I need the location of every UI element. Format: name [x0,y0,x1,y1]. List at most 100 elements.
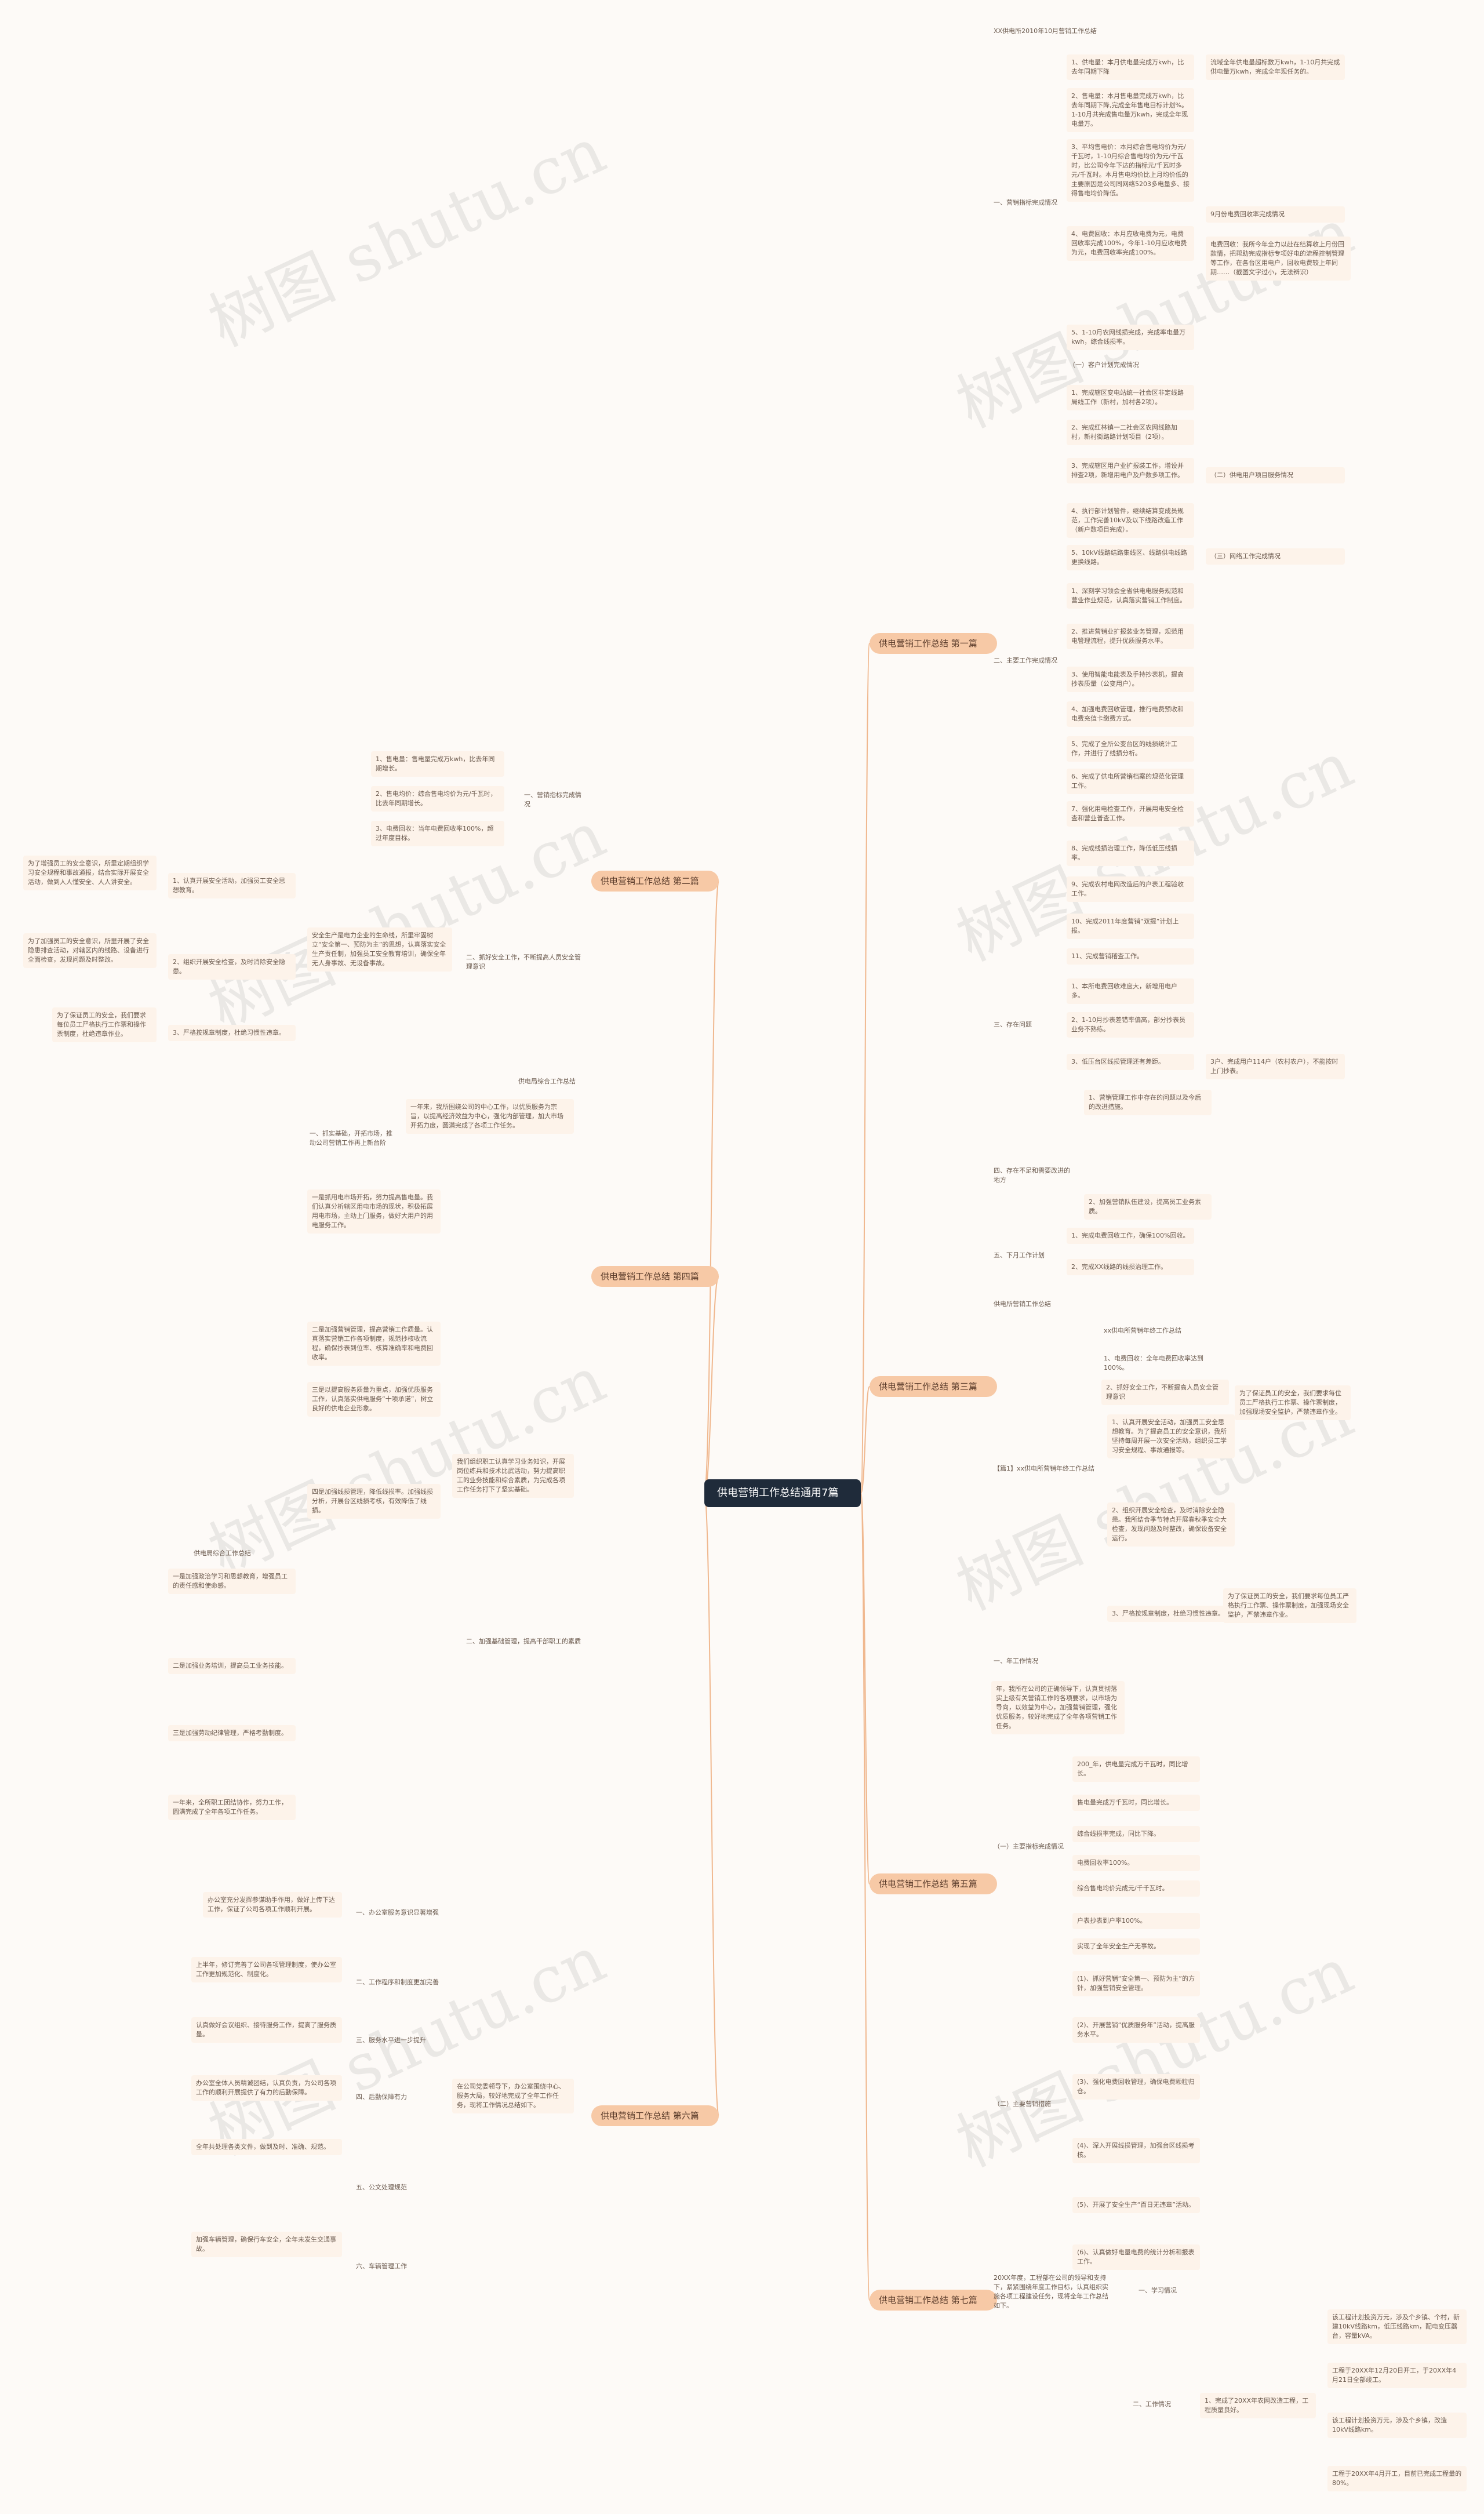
b6-item-text: 办公室充分发挥参谋助手作用，做好上传下达工作，保证了公司各项工作顺利开展。 [203,1892,342,1918]
b3-sub: 为了保证员工的安全，我们要求每位员工严格执行工作票、操作票制度，加强现场安全监护… [1235,1385,1351,1420]
b7-s2-text: 工程于20XX年4月开工，目前已完成工程量的80%。 [1327,2466,1467,2491]
b7-text: 20XX年度，工程部在公司的领导和支持下，紧紧围绕年度工作目标，认真组织实施各项… [994,2274,1108,2309]
b6-item-text: 全年共处理各类文件，做到及时、准确、规范。 [191,2139,342,2155]
b1-s2-sub: （三）网络工作完成情况 [1206,548,1345,565]
branch-connector [860,1493,870,2301]
branch-5[interactable]: 供电营销工作总结 第五篇 [870,1873,997,1894]
b6-item[interactable]: 五、公文处理规范 [356,2184,407,2191]
branch-6[interactable]: 供电营销工作总结 第六篇 [591,2105,719,2126]
b2-s2-text: 安全生产是电力企业的生命线，所里牢固树立“安全第一、预防为主”的思想，认真落实安… [307,927,452,972]
b2-s1[interactable]: 一、营销指标完成情况 [524,791,581,808]
b1-s3[interactable]: 二、主要工作完成情况 [994,657,1057,664]
b1-s2-sub: （二）供电用户项目服务情况 [1206,467,1345,483]
b3-item: xx供电所营销年终工作总结 [1104,1327,1182,1334]
b5-s2[interactable]: （二）主要营销措施 [994,2100,1051,2108]
b1-s5-item: 1、营销管理工作中存在的问题以及今后的改进措施。 [1084,1090,1212,1115]
b1-s2-item: 3、完成辖区用户业扩报装工作，增设并排查2项，新增用电户及户数多项工作。 [1067,458,1194,483]
b5-s2-item: (1)、抓好营销“安全第一、预防为主”的方针，加强营销安全管理。 [1072,1971,1200,1996]
b5-s1-item: 实现了全年安全生产无事故。 [1072,1938,1200,1955]
b1-s6-item: 1、完成电费回收工作，确保100%回收。 [1067,1228,1194,1244]
b2-s2-item: 1、认真开展安全活动，加强员工安全思想教育。 [168,873,296,898]
b5-s1-item: 户表抄表到户率100%。 [1072,1913,1200,1929]
b4-para: 三是以提高服务质量为重点，加强优质服务工作，认真落实供电服务“十项承诺”，树立良… [307,1382,441,1417]
b2-s1-item: 1、售电量：售电量完成万kwh，比去年同期增长。 [371,751,504,777]
b5-s2-item: (2)、开展营销“优质服务年”活动，提高服务水平。 [1072,2017,1200,2043]
b3-head[interactable]: 【篇1】xx供电所营销年终工作总结 [994,1465,1095,1472]
b7-s2[interactable]: 二、工作情况 [1133,2400,1171,2408]
root-node[interactable]: 供电营销工作总结通用7篇 [704,1479,861,1507]
b6-item[interactable]: 六、车辆管理工作 [356,2262,407,2270]
b5-s2-item: (4)、深入开展线损管理，加强台区线损考核。 [1072,2138,1200,2163]
b4-para: 四是加强线损管理，降低线损率。加强线损分析，开展台区线损考核，有效降低了线损。 [307,1484,441,1519]
b4-para: 二是加强营销管理，提高营销工作质量。认真落实营销工作各项制度，规范抄核收流程，确… [307,1322,441,1366]
b1-s2[interactable]: （一）客户计划完成情况 [1069,361,1139,369]
b6-item[interactable]: 四、后勤保障有力 [356,2093,407,2101]
branch-connector [704,881,719,1494]
b6-item[interactable]: 三、服务水平进一步提升 [356,2036,426,2044]
b2-s2[interactable]: 二、抓好安全工作，不断提高人员安全管理意识 [466,954,581,970]
b1-s5-item: 2、加强营销队伍建设，提高员工业务素质。 [1084,1194,1212,1220]
b1-s4-item: 3、低压台区线损管理还有差距。 [1067,1054,1194,1070]
b1-s5[interactable]: 四、存在不足和需要改进的地方 [994,1167,1070,1184]
b1-s3-item: 11、完成营销稽查工作。 [1067,948,1194,965]
b4-s2-lead: 供电局综合工作总结 [194,1549,251,1557]
b1-s3-item: 7、强化用电检查工作，开展用电安全检查和营业普查工作。 [1067,801,1194,827]
branch-connector [860,643,870,1494]
b1-s3-item: 2、推进营销业扩报装业务管理，规范用电管理流程，提升优质服务水平。 [1067,624,1194,649]
b1-s1-sub: 9月份电费回收率完成情况 [1206,206,1345,223]
b1-s1[interactable]: 一、营销指标完成情况 [994,199,1057,206]
b1-s3-item: 5、完成了全所公变台区的线损统计工作，并进行了线损分析。 [1067,736,1194,762]
b5-s1-item: 综合售电均价完成元/千千瓦时。 [1072,1880,1200,1897]
b5-s1[interactable]: （一）主要指标完成情况 [994,1843,1064,1850]
branch-connector [860,1386,870,1494]
b1-s3-item: 9、完成农村电网改造后的户表工程验收工作。 [1067,876,1194,902]
b1-s1-sub: 电费回收：我所今年全力以赴在结算收上月份回款情，把帮助完成指标专项好电的流程控制… [1206,237,1351,281]
b5-s1-item: 综合线损率完成，同比下降。 [1072,1826,1200,1842]
b4-s2-text: 我们组织职工认真学习业务知识，开展岗位练兵和技术比武活动，努力提高职工的业务技能… [452,1454,574,1498]
b6-item[interactable]: 一、办公室服务意识显著增强 [356,1909,439,1916]
b1-s2-item: 5、10kV线路结路集线区、线路供电线路更换线路。 [1067,545,1194,570]
branch-connector [704,1493,719,2116]
b5-s2-item: (5)、开展了安全生产“百日无违章”活动。 [1072,2197,1200,2213]
b1-s1-item: 3、平均售电价：本月综合售电均价为元/千瓦时，1-10月综合售电均价为元/千瓦时… [1067,139,1194,202]
b1-s2-item: 2、完成红林镇一二社会区农网线路加村，新村街路路计划项目（2项）。 [1067,420,1194,445]
b3-side: 为了保证员工的安全，我们要求每位员工严格执行工作票、操作票制度，加强现场安全监护… [1223,1588,1356,1623]
b7-s1[interactable]: 一、学习情况 [1139,2287,1177,2294]
b6-item-text: 办公室全体人员精诚团结，认真负责，为公司各项工作的顺利开展提供了有力的后勤保障。 [191,2075,342,2101]
b1-s2-item: 1、完成辖区变电站统一社会区非定线路局线工作（新村，加村各2项）。 [1067,385,1194,410]
b5-intro[interactable]: 一、年工作情况 [994,1657,1038,1665]
b4-s2-para: 一年来，全所职工团结协作，努力工作，圆满完成了全年各项工作任务。 [168,1795,296,1820]
b4-s2-para: 三是加强劳动纪律管理，严格考勤制度。 [168,1725,296,1741]
branch-1[interactable]: 供电营销工作总结 第一篇 [870,633,997,654]
b2-s2-item: 3、严格按规章制度，杜绝习惯性违章。 [168,1025,296,1041]
b2-s2-sub: 为了保证员工的安全，我们要求每位员工严格执行工作票和操作票制度，杜绝违章作业。 [52,1007,157,1042]
b1-intro: XX供电所2010年10月营销工作总结 [994,27,1097,35]
b1-s4-item: 2、1-10月抄表差错率偏高，部分抄表员业务不熟练。 [1067,1012,1194,1038]
b1-s3-item: 8、完成线损治理工作，降低低压线损率。 [1067,841,1194,866]
b1-s3-item: 4、加强电费回收管理，推行电费预收和电费充值卡缴费方式。 [1067,701,1194,727]
b1-s3-item: 10、完成2011年度营销“双提”计划上报。 [1067,914,1194,939]
b3-item: 2、抓好安全工作，不断提高人员安全管理意识 [1101,1380,1229,1405]
b2-s2-item: 2、组织开展安全检查，及时消除安全隐患。 [168,954,296,980]
b7-s2-text: 该工程计划投资万元，涉及个乡镇、个村，新建10kV线路km，低压线路km，配电变… [1327,2309,1467,2344]
branch-2[interactable]: 供电营销工作总结 第二篇 [591,871,719,892]
branch-connector [860,1493,870,1884]
branch-4[interactable]: 供电营销工作总结 第四篇 [591,1266,719,1287]
b1-s6[interactable]: 五、下月工作计划 [994,1251,1045,1259]
b4-s2[interactable]: 二、加强基础管理，提高干部职工的素质 [466,1638,581,1645]
b6-item[interactable]: 二、工作程序和制度更加完善 [356,1978,439,1986]
branch-3[interactable]: 供电营销工作总结 第三篇 [870,1376,997,1397]
b5-s2-item: (6)、认真做好电量电费的统计分析和报表工作。 [1072,2244,1200,2270]
b1-s1-item: 2、售电量：本月售电量完成万kwh，比去年同期下降,完成全年售电目标计划%。1-… [1067,88,1194,132]
b3-sub: 3、严格按规章制度，杜绝习惯性违章。 [1107,1606,1235,1622]
branch-7[interactable]: 供电营销工作总结 第七篇 [870,2290,997,2311]
b2-s1-item: 2、售电均价：综合售电均价为元/千瓦时，比去年同期增长。 [371,786,504,812]
b1-s4[interactable]: 三、存在问题 [994,1021,1032,1028]
b2-s2-sub: 为了增强员工的安全意识，所里定期组织学习安全规程和事故通报，结合实际开展安全活动… [23,856,157,890]
b1-s1-item: 5、1-10月农网线损完成，完成率电量万kwh，综合线损率。 [1067,325,1194,350]
b6-item-text: 认真做好会议组织、接待服务工作，提高了服务质量。 [191,2017,342,2043]
b5-intro-text: 年，我所在公司的正确领导下，认真贯彻落实上级有关营销工作的各项要求，以市场为导向… [991,1681,1125,1734]
b4-s1[interactable]: 一、抓实基础，开拓市场，推动公司营销工作再上新台阶 [310,1130,392,1147]
b4-s2-para: 一是加强政治学习和思想教育，增强员工的责任感和使命感。 [168,1569,296,1594]
b1-s4-sub: 3户、完成用户114户（农村农户），不能按时上门抄表。 [1206,1054,1345,1079]
